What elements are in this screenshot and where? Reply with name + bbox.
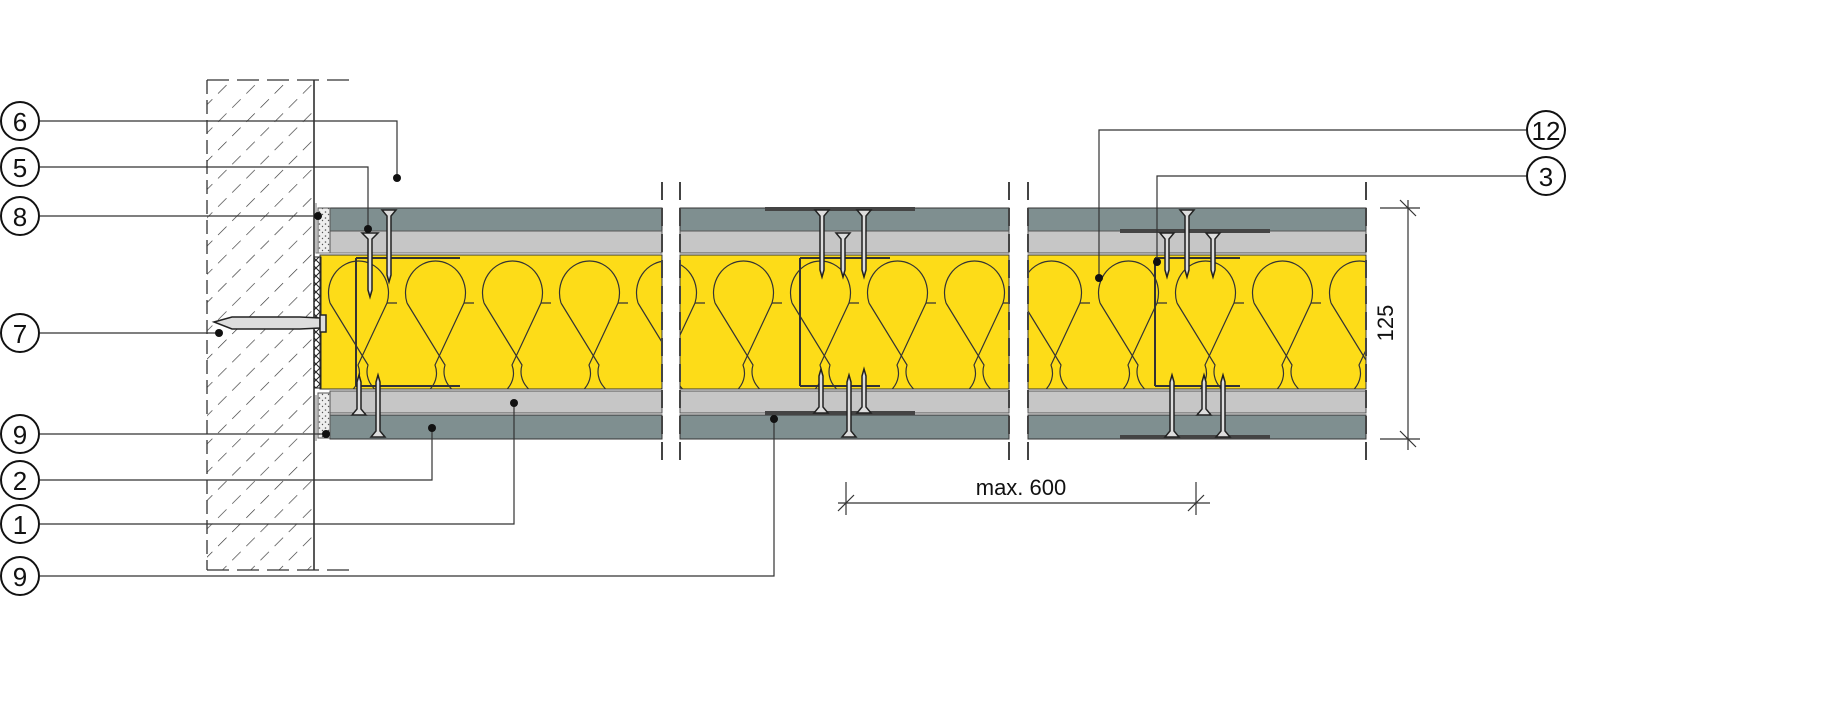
thickness-dimension: 125 bbox=[1373, 199, 1420, 450]
callout-2: 2 bbox=[0, 460, 40, 500]
panel-segment-3 bbox=[1027, 207, 1367, 440]
svg-text:2: 2 bbox=[13, 466, 27, 496]
spacing-dimension: max. 600 bbox=[837, 475, 1210, 515]
svg-text:1: 1 bbox=[13, 510, 27, 540]
screw-icon bbox=[855, 366, 873, 414]
svg-text:5: 5 bbox=[13, 153, 27, 183]
svg-text:12: 12 bbox=[1532, 116, 1561, 146]
callout-6: 6 bbox=[0, 101, 40, 141]
callout-3: 3 bbox=[1526, 156, 1566, 196]
leader-lines bbox=[40, 120, 1526, 577]
svg-text:max. 600: max. 600 bbox=[976, 475, 1067, 500]
svg-text:8: 8 bbox=[13, 202, 27, 232]
screw-icon bbox=[834, 232, 852, 280]
svg-text:6: 6 bbox=[13, 107, 27, 137]
screw-icon bbox=[380, 209, 398, 285]
leader-dots bbox=[215, 174, 1161, 438]
screw-icon bbox=[1163, 372, 1181, 438]
callout-7: 7 bbox=[0, 313, 40, 353]
screw-icon bbox=[1195, 372, 1213, 416]
screw-icon bbox=[855, 209, 873, 280]
screws bbox=[211, 209, 1232, 438]
screw-icon bbox=[1158, 232, 1176, 280]
svg-text:9: 9 bbox=[13, 420, 27, 450]
callout-9-lower: 9 bbox=[0, 556, 40, 596]
svg-text:7: 7 bbox=[13, 319, 27, 349]
screw-icon bbox=[369, 372, 387, 438]
screw-icon bbox=[360, 232, 380, 300]
screw-icon bbox=[350, 372, 368, 416]
callout-1: 1 bbox=[0, 504, 40, 544]
callout-8: 8 bbox=[0, 196, 40, 236]
screw-icon bbox=[1204, 232, 1222, 280]
screw-icon bbox=[840, 372, 858, 438]
panel-segments bbox=[319, 182, 1367, 468]
panel-segment-1 bbox=[319, 207, 663, 440]
screw-icon bbox=[1214, 372, 1232, 438]
callout-5: 5 bbox=[0, 147, 40, 187]
screw-icon bbox=[1178, 209, 1196, 280]
svg-text:9: 9 bbox=[13, 562, 27, 592]
svg-text:125: 125 bbox=[1373, 305, 1398, 342]
screw-icon bbox=[812, 366, 830, 414]
callout-9: 9 bbox=[0, 414, 40, 454]
anchor-screw-icon bbox=[211, 314, 327, 333]
screw-icon bbox=[813, 209, 831, 280]
callout-12: 12 bbox=[1526, 110, 1566, 150]
svg-text:3: 3 bbox=[1539, 162, 1553, 192]
